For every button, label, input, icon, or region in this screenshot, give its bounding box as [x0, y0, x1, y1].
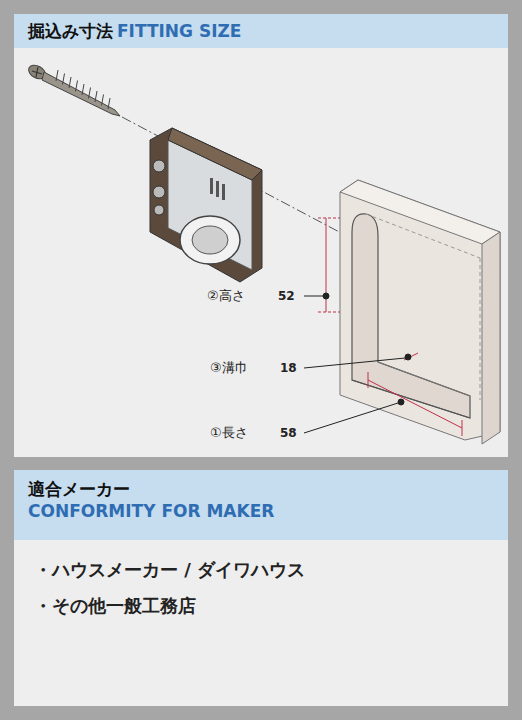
roller-unit	[150, 128, 262, 282]
dimension-name: ③溝巾	[210, 360, 248, 377]
header-title: 適合メーカー	[28, 478, 494, 500]
dimension-name: ①長さ	[210, 425, 248, 442]
dimension-value: 58	[280, 426, 297, 442]
header-subtitle: FITTING SIZE	[117, 21, 241, 41]
maker-item: ・ハウスメーカー / ダイワハウス	[34, 558, 305, 581]
dimension-value: 18	[280, 361, 297, 377]
header-band: 掘込み寸法FITTING SIZE	[14, 14, 508, 48]
dimension-value: 52	[278, 289, 295, 305]
header-band: 適合メーカーCONFORMITY FOR MAKER	[14, 470, 508, 540]
maker-item: ・その他一般工務店	[34, 594, 196, 617]
wood-block	[340, 180, 500, 444]
screw	[26, 62, 120, 116]
header-subtitle: CONFORMITY FOR MAKER	[28, 500, 494, 522]
dimension-name: ②高さ	[207, 288, 245, 305]
dimension-lines	[318, 218, 462, 436]
header-title: 掘込み寸法	[28, 21, 113, 41]
leader-lines	[304, 293, 411, 433]
